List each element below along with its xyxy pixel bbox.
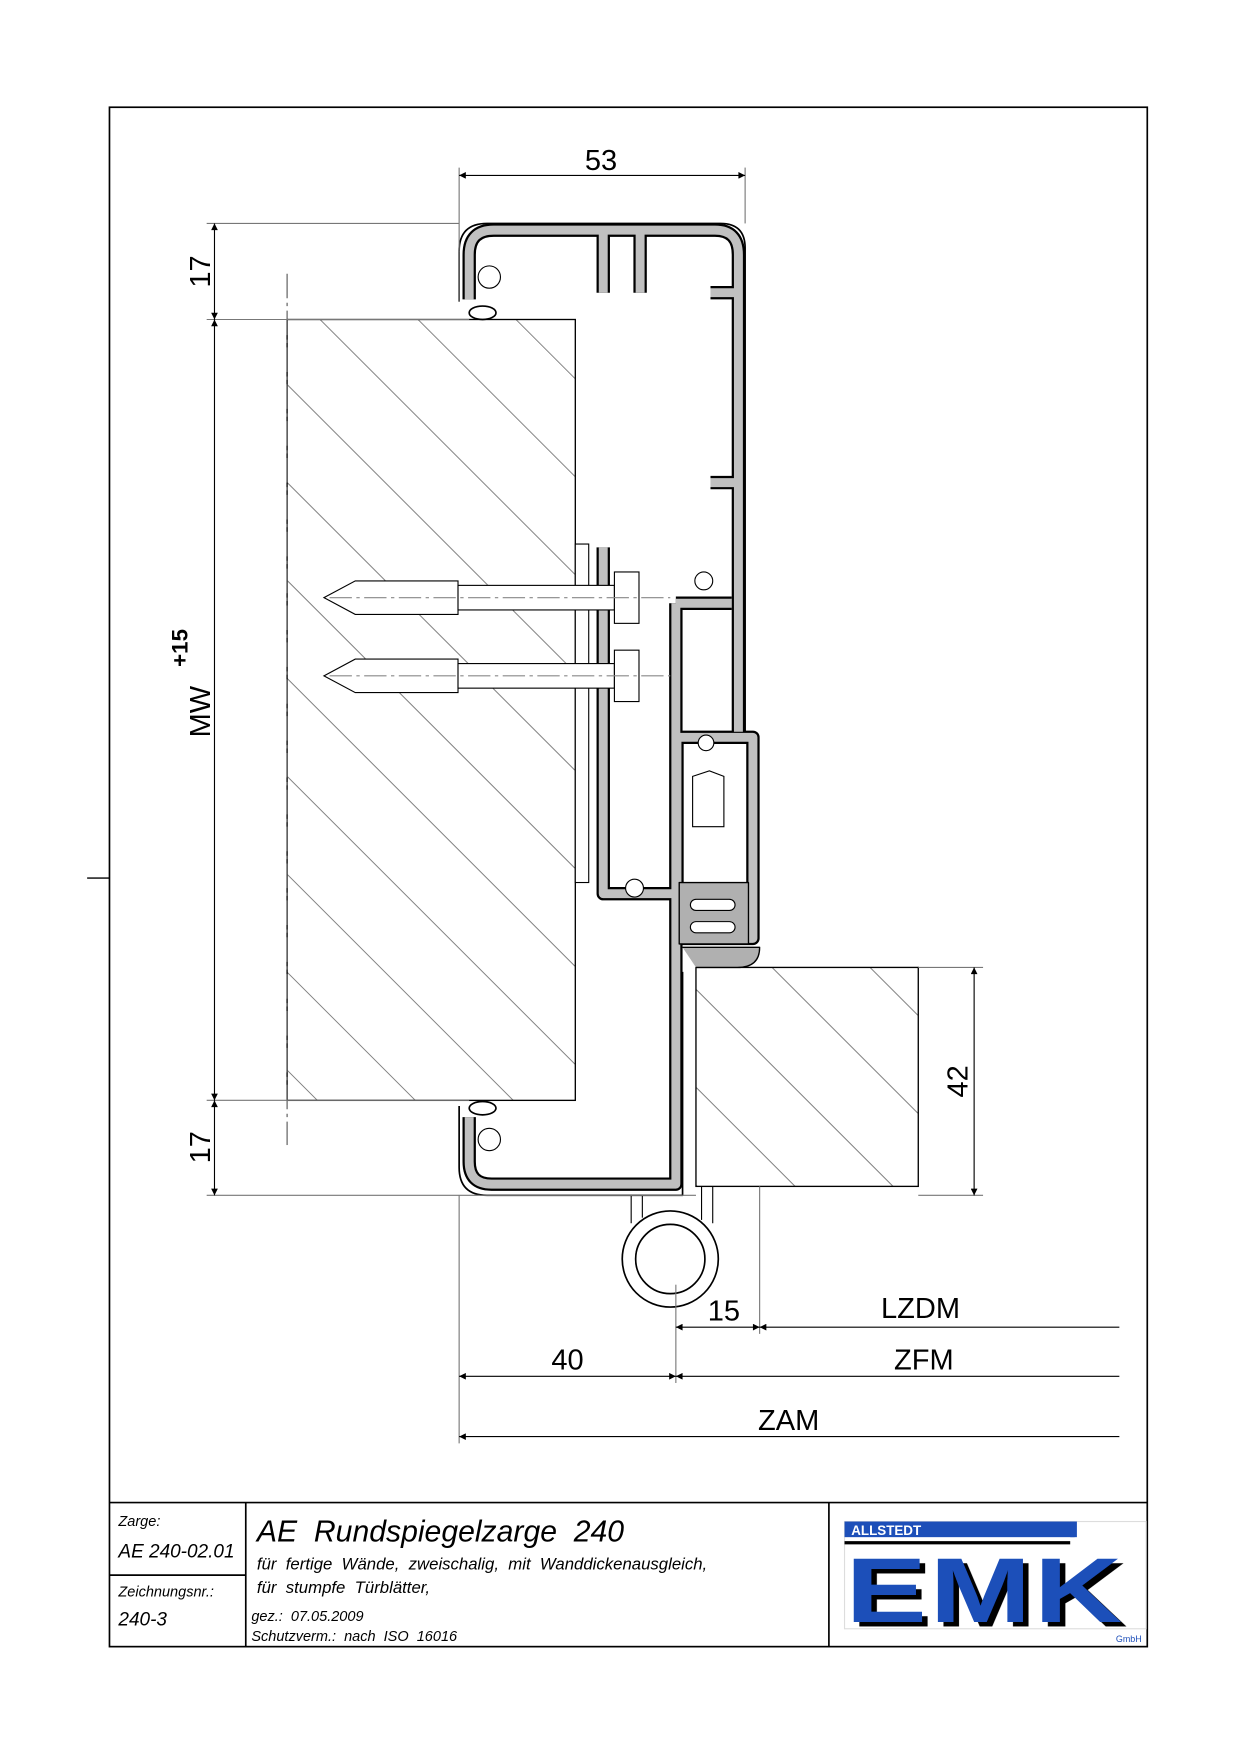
zarge-value: AE 240-02.01 [117, 1541, 234, 1562]
dim-mw: MW [185, 685, 217, 737]
title-block [109, 1501, 1148, 1647]
fixing-screws [322, 571, 725, 828]
drawing-title: AE Rundspiegelzarge 240 [255, 1516, 624, 1549]
dim-zam: ZAM [758, 1405, 819, 1437]
zarge-label: Zarge: [117, 1514, 160, 1530]
door-leaf-section [695, 966, 919, 1188]
emk-logo: ALLSTEDT EMK GmbH [843, 1520, 1147, 1644]
dim-zfm: ZFM [894, 1345, 954, 1377]
dim-42: 42 [942, 1065, 974, 1097]
wall-section [286, 273, 590, 1146]
hinge [621, 1186, 720, 1308]
drawing-no-value: 240-3 [117, 1609, 167, 1630]
drawn-date: gez.: 07.05.2009 [251, 1609, 363, 1625]
logo-allstedt: ALLSTEDT [851, 1523, 922, 1538]
dimension-lines [206, 167, 1120, 1444]
sheet-border [108, 106, 1149, 1648]
frame-profile [458, 222, 761, 1197]
logo-emk: EMK [846, 1540, 1125, 1642]
dim-top-17: 17 [185, 255, 217, 287]
dim-mw-tolerance: +15 [168, 629, 193, 667]
logo-gmbh: GmbH [1116, 1634, 1142, 1644]
description-line-1: für fertige Wände, zweischalig, mit Wand… [257, 1555, 707, 1574]
drawing-no-label: Zeichnungsnr.: [117, 1584, 213, 1600]
dim-lzdm: LZDM [881, 1293, 960, 1325]
dim-40: 40 [551, 1345, 583, 1377]
description-line-2: für stumpfe Türblätter, [257, 1578, 430, 1597]
dim-bottom-17: 17 [185, 1131, 217, 1163]
dim-15: 15 [708, 1295, 740, 1327]
protection-note: Schutzverm.: nach ISO 16016 [251, 1629, 458, 1645]
dim-53: 53 [585, 145, 617, 177]
